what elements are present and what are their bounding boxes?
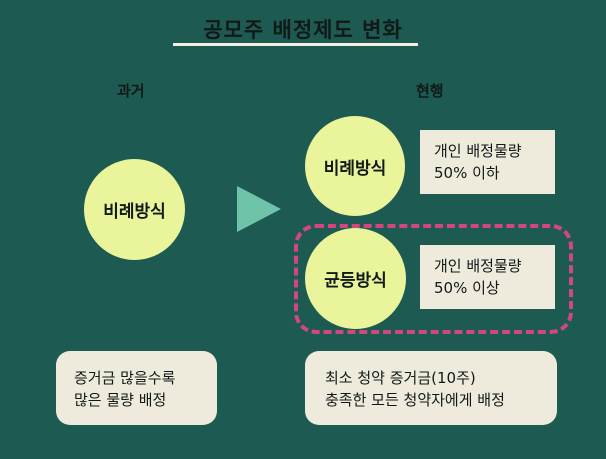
current-equal-circle: 균등방식 (305, 228, 406, 329)
detail-line: 개인 배정물량 (434, 257, 522, 275)
column-label-past: 과거 (117, 82, 145, 100)
current-note-box: 최소 청약 증거금(10주) 충족한 모든 청약자에게 배정 (305, 351, 557, 425)
note-line: 충족한 모든 청약자에게 배정 (325, 391, 505, 409)
detail-line: 50% 이하 (434, 164, 500, 182)
column-label-current: 현행 (416, 82, 444, 100)
title-underline (173, 43, 418, 46)
current-proportional-detail-box: 개인 배정물량 50% 이하 (420, 130, 555, 194)
page-title: 공모주 배정제도 변화 (203, 18, 403, 42)
detail-line: 개인 배정물량 (434, 142, 522, 160)
current-proportional-circle: 비례방식 (305, 116, 405, 216)
note-line: 많은 물량 배정 (74, 391, 167, 409)
current-equal-detail-box: 개인 배정물량 50% 이상 (420, 245, 555, 309)
equal-method-highlight (294, 224, 573, 334)
past-note-box: 증거금 많을수록 많은 물량 배정 (56, 351, 217, 425)
right-arrow-icon (237, 186, 281, 232)
past-proportional-circle: 비례방식 (84, 159, 185, 260)
detail-line: 50% 이상 (434, 279, 500, 297)
note-line: 증거금 많을수록 (74, 369, 176, 387)
note-line: 최소 청약 증거금(10주) (325, 369, 476, 387)
